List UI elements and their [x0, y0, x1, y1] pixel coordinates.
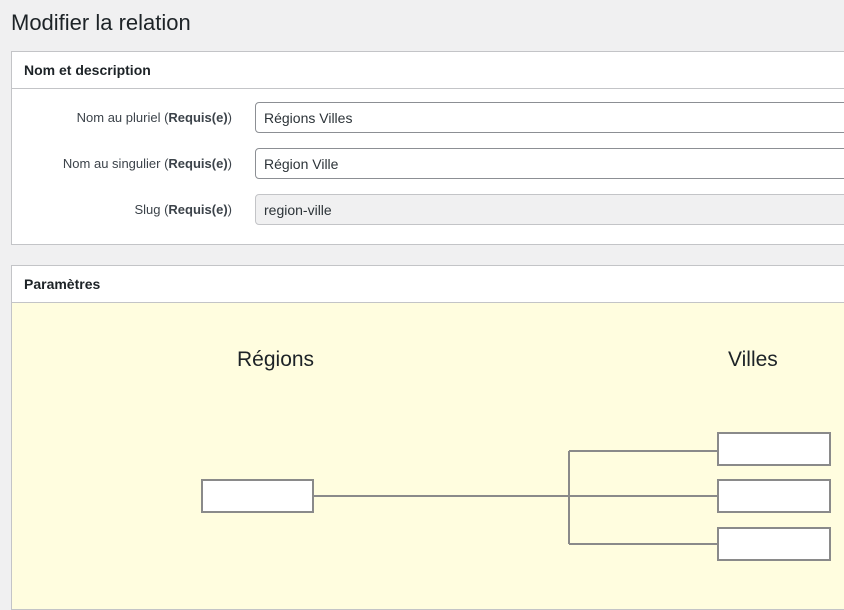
- slug-label: Slug (Requis(e)): [134, 202, 232, 217]
- params-postbox-title: Paramètres: [24, 276, 101, 292]
- right-entity-box: [717, 432, 831, 466]
- required-marker: Requis(e): [168, 110, 228, 125]
- required-marker: Requis(e): [168, 202, 228, 217]
- names-postbox-title: Nom et description: [24, 62, 151, 78]
- names-postbox-header[interactable]: Nom et description: [12, 52, 844, 89]
- names-postbox: Nom et description Nom au pluriel (Requi…: [11, 51, 844, 245]
- page-title: Modifier la relation: [11, 10, 191, 35]
- plural-name-row: Nom au pluriel (Requis(e)): [12, 102, 844, 133]
- slug-input: [255, 194, 844, 225]
- left-entity-box: [201, 479, 314, 513]
- required-marker: Requis(e): [168, 156, 228, 171]
- left-column-title: Régions: [237, 348, 315, 371]
- right-column-title: Villes: [728, 348, 778, 371]
- params-postbox-header[interactable]: Paramètres: [12, 266, 844, 303]
- right-entity-box: [717, 527, 831, 561]
- params-postbox: Paramètres Régions Villes: [11, 265, 844, 610]
- relation-diagram-svg: [201, 432, 831, 561]
- relation-diagram: Régions Villes: [12, 303, 844, 609]
- plural-name-input[interactable]: [255, 102, 844, 133]
- right-entity-box: [717, 479, 831, 513]
- slug-row: Slug (Requis(e)): [12, 194, 844, 225]
- plural-name-label: Nom au pluriel (Requis(e)): [76, 110, 232, 125]
- singular-name-input[interactable]: [255, 148, 844, 179]
- singular-name-row: Nom au singulier (Requis(e)): [12, 148, 844, 179]
- singular-name-label: Nom au singulier (Requis(e)): [62, 156, 232, 171]
